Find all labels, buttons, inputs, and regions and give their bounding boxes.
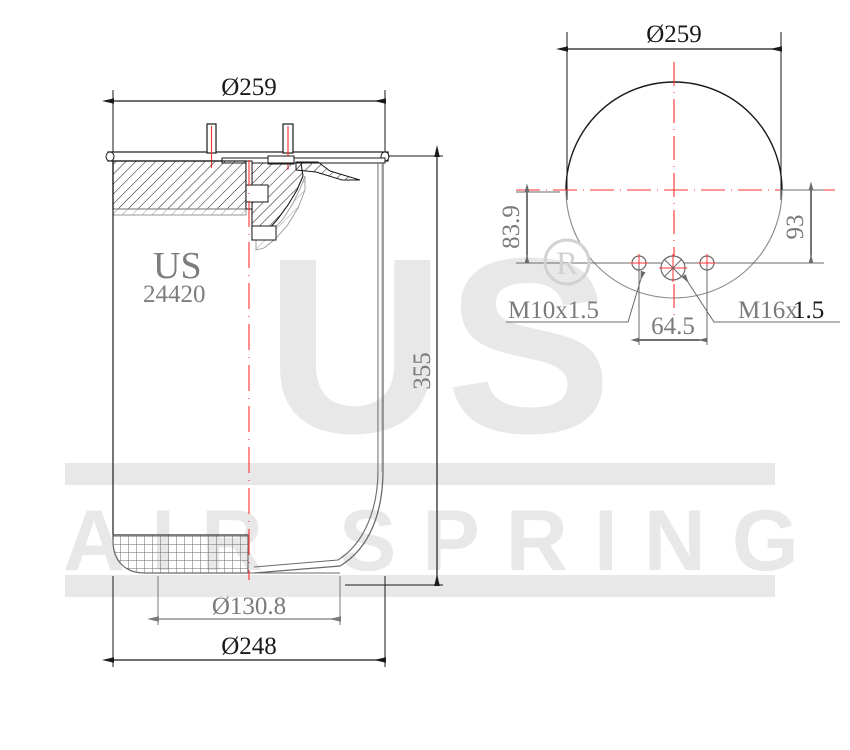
bead-plate-left-end: [105, 151, 115, 162]
crimp-ring-shadow-left: [112, 208, 247, 216]
callout-port-thread-prefix: M16x: [738, 297, 798, 324]
leader-line-stud-thread: [604, 270, 646, 323]
bellows-part-number-label: 24420: [143, 281, 206, 308]
dim-label-height: 355: [409, 352, 436, 390]
bellows-wall-right-fill: [378, 162, 383, 472]
bellows-wall-right-inner: [253, 162, 379, 568]
bead-plate-top-view: Ø259: [498, 21, 840, 345]
stud-hole-right: [698, 254, 716, 272]
stud-hole-left: [630, 254, 648, 272]
watermark-bar-bottom: [65, 575, 775, 597]
clamp-lip-detail: [295, 161, 361, 181]
watermark-bar-top: [65, 463, 775, 485]
plate-circle-lower: [565, 189, 783, 299]
registered-trademark-mark: R: [543, 238, 591, 286]
piston-section: [112, 534, 249, 574]
callout-port-thread-suffix: 1.5: [793, 297, 824, 324]
dim-label-piston-diameter: Ø130.8: [212, 593, 286, 620]
dim-label-offset-right: 93: [782, 215, 809, 240]
registered-mark-letter: R: [556, 246, 578, 282]
dim-label-bellows-diameter: Ø248: [221, 633, 277, 660]
air-port-hole-center: [659, 254, 687, 282]
dim-label-top-diameter: Ø259: [221, 74, 277, 101]
bellows-brand-label: US: [153, 245, 202, 287]
section-step-notch: [245, 184, 269, 203]
sectional-front-view: Ø259: [102, 74, 443, 667]
callout-stud-thread: M10x1.5: [508, 297, 599, 324]
dim-label-stud-spacing: 64.5: [651, 313, 695, 340]
bellows-wall-right-outer: [253, 162, 384, 574]
crimp-ring-section-left: [112, 160, 247, 210]
dim-label-offset-left: 83.9: [498, 205, 525, 249]
section-lower-notch: [251, 225, 277, 241]
dim-label-plate-diameter: Ø259: [646, 21, 702, 48]
leader-line-port-thread: [681, 274, 736, 323]
